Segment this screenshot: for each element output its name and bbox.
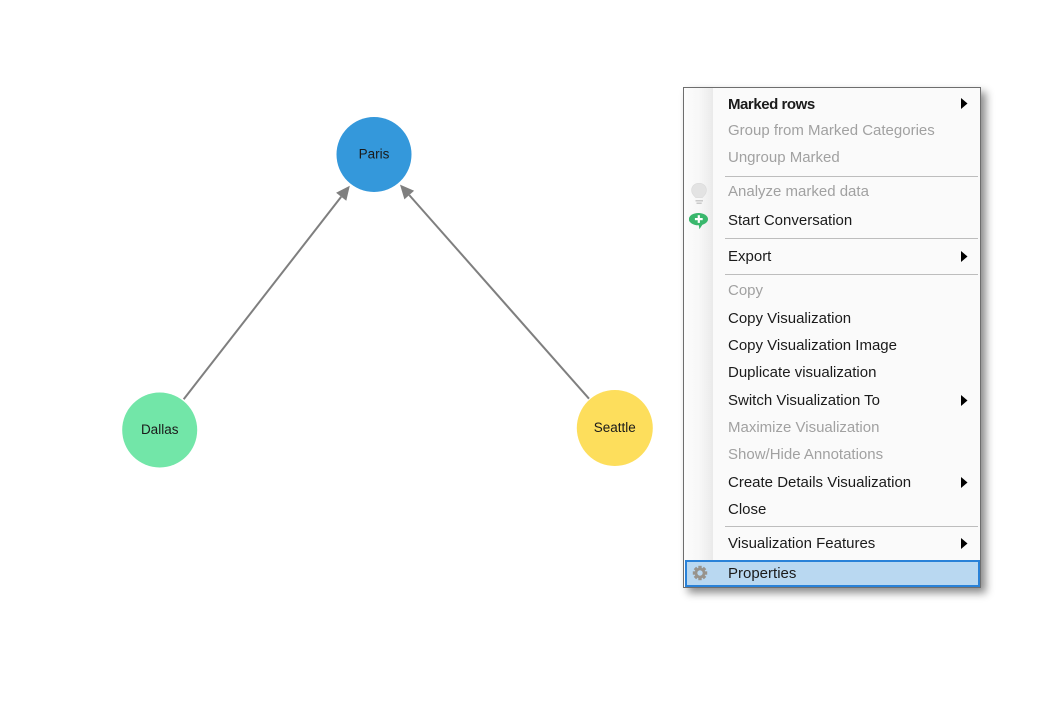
svg-text:Seattle: Seattle bbox=[594, 420, 636, 435]
svg-text:Dallas: Dallas bbox=[141, 422, 179, 437]
svg-text:Paris: Paris bbox=[359, 147, 390, 162]
